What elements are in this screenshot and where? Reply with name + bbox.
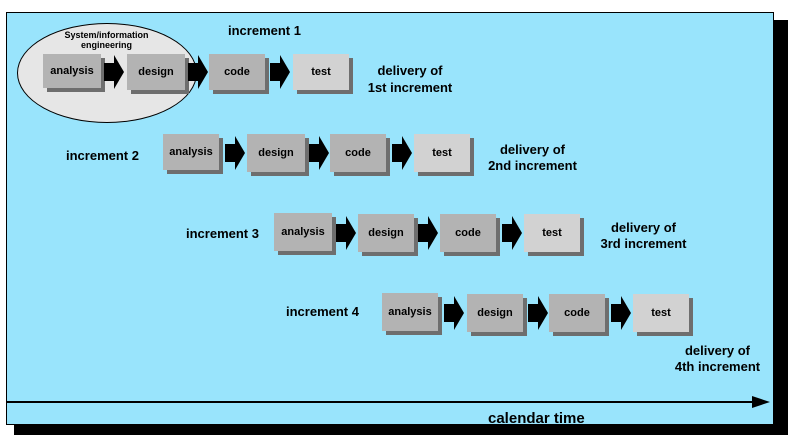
inc2-delivery-line1: delivery of xyxy=(499,142,566,157)
inc4-arrow-1 xyxy=(444,296,464,330)
inc2-test-box: test xyxy=(414,134,470,172)
inc1-arrow-2 xyxy=(188,55,208,89)
inc1-delivery-line2: 1st increment xyxy=(367,80,453,95)
inc3-arrow-3 xyxy=(502,216,522,250)
increment-2-label: increment 2 xyxy=(66,148,139,163)
inc3-arrow-2 xyxy=(418,216,438,250)
inc2-arrow-3 xyxy=(392,136,412,170)
inc3-code-box: code xyxy=(440,214,496,252)
inc4-code-box: code xyxy=(549,294,605,332)
inc4-delivery-line1: delivery of xyxy=(684,343,751,358)
inc3-delivery-line1: delivery of xyxy=(610,220,677,235)
inc1-delivery-line1: delivery of xyxy=(377,63,443,78)
inc1-arrow-1 xyxy=(104,55,124,89)
inc4-analysis-box: analysis xyxy=(382,293,438,331)
inc3-design-box: design xyxy=(358,214,414,252)
inc2-delivery-line2: 2nd increment xyxy=(488,158,577,173)
inc1-test-box: test xyxy=(293,54,349,90)
inc2-arrow-1 xyxy=(225,136,245,170)
inc3-delivery-line2: 3rd increment xyxy=(600,236,687,251)
inc2-arrow-2 xyxy=(309,136,329,170)
increment-1-label: increment 1 xyxy=(228,23,301,38)
inc3-arrow-1 xyxy=(336,216,356,250)
inc3-analysis-box: analysis xyxy=(274,213,332,251)
inc4-arrow-2 xyxy=(528,296,548,330)
inc4-test-box: test xyxy=(633,294,689,332)
axis-arrowhead xyxy=(752,396,770,408)
inc1-design-box: design xyxy=(127,54,185,90)
inc4-arrow-3 xyxy=(611,296,631,330)
calendar-time-axis xyxy=(6,401,760,403)
increment-3-label: increment 3 xyxy=(186,226,259,241)
inc2-analysis-box: analysis xyxy=(163,134,219,170)
ellipse-label: System/information engineering xyxy=(64,30,149,50)
inc3-test-box: test xyxy=(524,214,580,252)
inc1-arrow-3 xyxy=(270,55,290,89)
inc2-design-box: design xyxy=(247,134,305,172)
inc4-delivery-line2: 4th increment xyxy=(674,359,761,374)
inc2-code-box: code xyxy=(330,134,386,172)
increment-4-label: increment 4 xyxy=(286,304,359,319)
inc4-design-box: design xyxy=(467,294,523,332)
calendar-time-label: calendar time xyxy=(488,410,585,427)
inc1-code-box: code xyxy=(209,54,265,90)
inc1-analysis-box: analysis xyxy=(43,54,101,88)
